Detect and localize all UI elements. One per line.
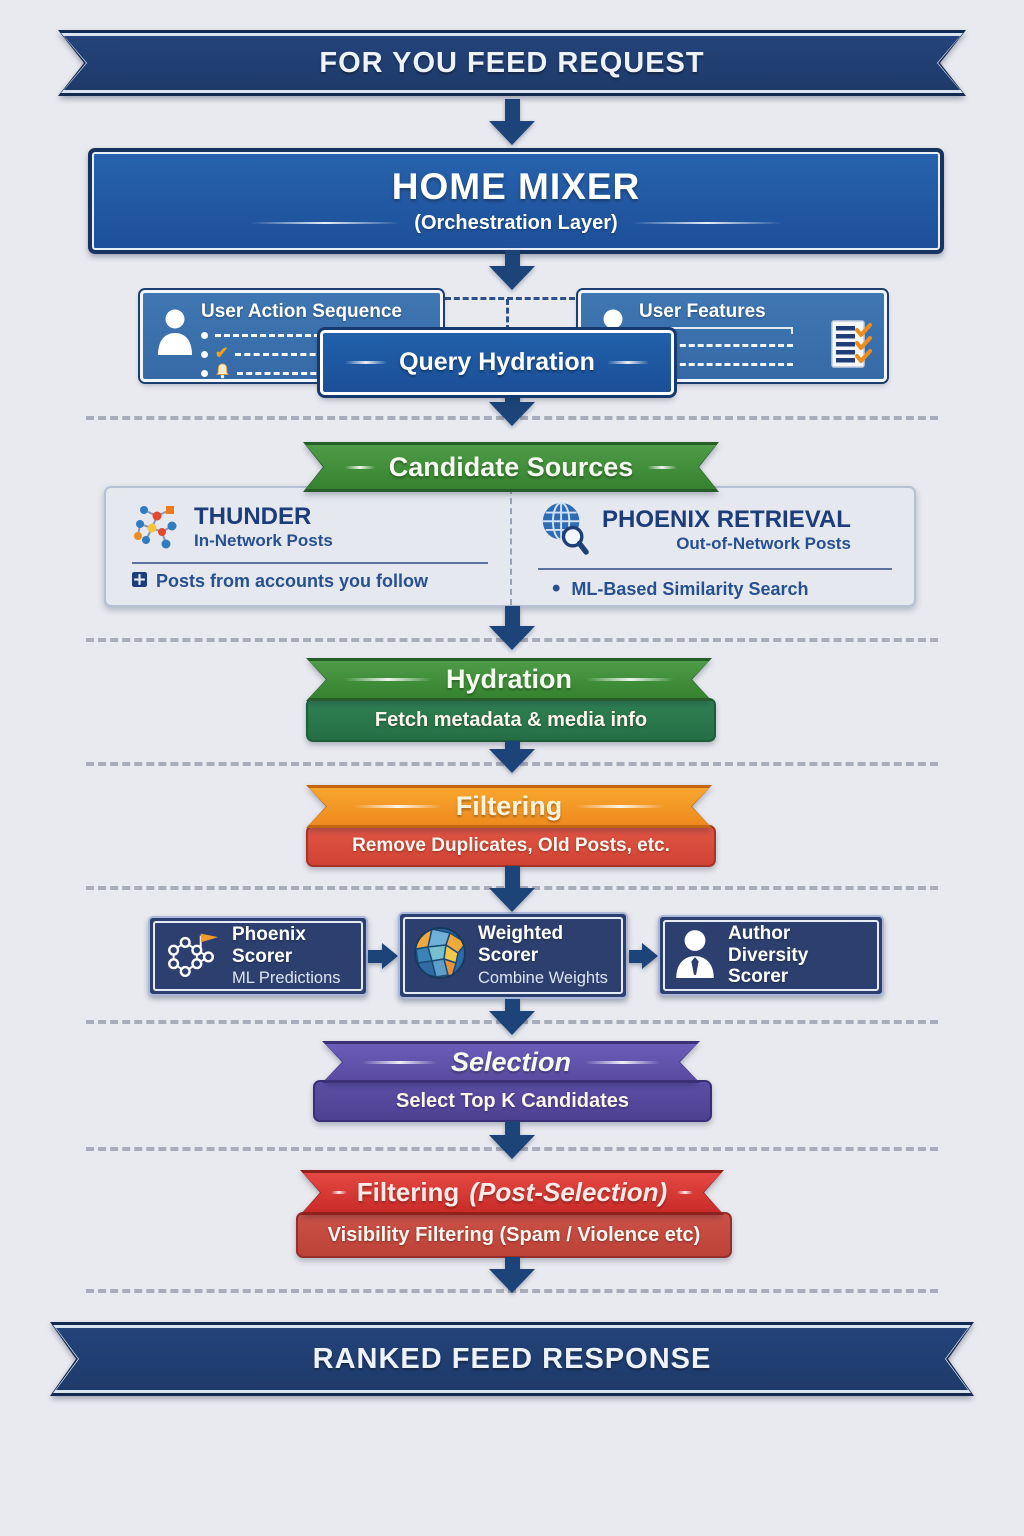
thunder-subtitle: In-Network Posts — [194, 531, 333, 551]
filtering-description: Remove Duplicates, Old Posts, etc. — [352, 835, 670, 856]
person-tie-icon — [672, 928, 718, 983]
flank-line — [343, 678, 432, 681]
action-row: ✔ — [201, 345, 440, 362]
flank-line — [345, 361, 388, 364]
divider-line — [132, 562, 488, 564]
thunder-description: Posts from accounts you follow — [156, 571, 429, 591]
phoenix-scorer-box: Phoenix Scorer ML Predictions — [148, 916, 368, 996]
query-hydration-box: Query Hydration — [320, 330, 674, 395]
person-icon — [155, 307, 195, 360]
flank-line — [585, 1060, 661, 1064]
weighted-scorer-subtitle: Combine Weights — [478, 968, 608, 987]
post-selection-filtering-banner: Filtering (Post-Selection) — [300, 1170, 724, 1215]
filtering-title: Filtering — [455, 791, 563, 821]
action-row — [201, 363, 440, 380]
arrow-right-icon — [629, 943, 658, 969]
checklist-document-icon — [830, 319, 872, 374]
flank-line — [344, 465, 375, 469]
banner-fill — [56, 1328, 968, 1390]
divider-line — [538, 568, 892, 570]
dashed-connector — [445, 297, 575, 300]
flank-line — [250, 222, 401, 224]
selection-title: Selection — [450, 1046, 572, 1077]
arrow-down-icon — [489, 999, 535, 1035]
arrow-down-icon — [489, 866, 535, 912]
selection-description: Select Top K Candidates — [395, 1089, 629, 1112]
post-selection-filtering-title: Filtering — [356, 1177, 460, 1207]
user-features-title: User Features — [639, 301, 766, 322]
hydration-description: Fetch metadata & media info — [374, 708, 648, 731]
home-mixer-title: HOME MIXER — [391, 165, 641, 207]
top-banner-label: FOR YOU FEED REQUEST — [319, 46, 705, 79]
author-diversity-scorer-title: Author Diversity Scorer — [728, 922, 809, 988]
flank-line — [586, 678, 674, 681]
hydration-title: Hydration — [445, 664, 572, 694]
flank-line — [361, 1060, 437, 1064]
mosaic-sphere-icon — [412, 925, 468, 986]
arrow-down-icon — [489, 99, 535, 145]
post-selection-filtering-title-suffix: (Post-Selection) — [469, 1177, 668, 1207]
network-graph-icon — [132, 500, 182, 555]
bottom-banner-label: RANKED FEED RESPONSE — [312, 1342, 712, 1375]
dashed-connector — [506, 299, 509, 331]
flank-line — [353, 805, 442, 808]
phoenix-retrieval-subtitle: Out-of-Network Posts — [676, 534, 851, 554]
home-mixer-subtitle: (Orchestration Layer) — [414, 211, 618, 234]
flank-line — [631, 222, 782, 224]
user-action-sequence-title: User Action Sequence — [201, 301, 402, 322]
banner-fill — [64, 36, 960, 90]
selection-subbar: Select Top K Candidates — [313, 1080, 712, 1122]
arrow-down-icon — [489, 606, 535, 650]
post-selection-filtering-subbar: Visibility Filtering (Spam / Violence et… — [296, 1212, 732, 1258]
phoenix-scorer-title: Phoenix Scorer — [232, 923, 306, 967]
flank-line — [647, 465, 678, 469]
filtering-subbar: Remove Duplicates, Old Posts, etc. — [306, 825, 716, 867]
bell-icon — [215, 362, 230, 384]
arrow-down-icon — [489, 250, 535, 290]
arrow-down-icon — [489, 392, 535, 426]
arrow-down-icon — [489, 741, 535, 773]
phoenix-retrieval-title: PHOENIX RETRIEVAL — [602, 505, 851, 533]
flank-line — [606, 361, 649, 364]
candidate-sources-label: Candidate Sources — [388, 451, 634, 482]
weighted-scorer-title: Weighted Scorer — [478, 923, 564, 966]
grid-icon — [132, 571, 147, 592]
phoenix-retrieval-description: ML-Based Similarity Search — [571, 578, 809, 599]
post-selection-filtering-description: Visibility Filtering (Spam / Violence et… — [327, 1223, 701, 1246]
selection-banner: Selection — [322, 1041, 700, 1083]
arrow-right-icon — [368, 943, 398, 969]
candidate-sources-banner: Candidate Sources — [303, 442, 719, 492]
phoenix-retrieval-section: PHOENIX RETRIEVAL Out-of-Network Posts M… — [510, 488, 914, 605]
bottom-banner: RANKED FEED RESPONSE — [50, 1322, 974, 1396]
weighted-scorer-box: Weighted Scorer Combine Weights — [398, 912, 628, 999]
flank-line — [330, 1191, 347, 1194]
author-diversity-scorer-box: Author Diversity Scorer — [658, 915, 884, 996]
phoenix-scorer-subtitle: ML Predictions — [232, 969, 341, 988]
hydration-subbar: Fetch metadata & media info — [306, 698, 716, 742]
top-banner: FOR YOU FEED REQUEST — [58, 30, 966, 96]
query-hydration-label: Query Hydration — [399, 348, 595, 376]
thunder-title: THUNDER — [194, 502, 312, 530]
arrow-down-icon — [489, 1257, 535, 1293]
flank-line — [677, 1191, 694, 1194]
candidate-sources-panel: THUNDER In-Network Posts Posts from acco… — [104, 486, 916, 607]
globe-search-icon — [538, 500, 590, 561]
filtering-banner: Filtering — [306, 785, 712, 828]
action-row — [201, 328, 440, 342]
thunder-section: THUNDER In-Network Posts Posts from acco… — [106, 488, 510, 605]
home-mixer-box: HOME MIXER (Orchestration Layer) — [88, 148, 944, 254]
hydration-banner: Hydration — [306, 658, 712, 701]
hex-network-flag-icon — [162, 930, 222, 983]
arrow-down-icon — [489, 1121, 535, 1159]
flank-line — [576, 805, 665, 808]
checkmark-icon: ✔ — [215, 345, 229, 362]
